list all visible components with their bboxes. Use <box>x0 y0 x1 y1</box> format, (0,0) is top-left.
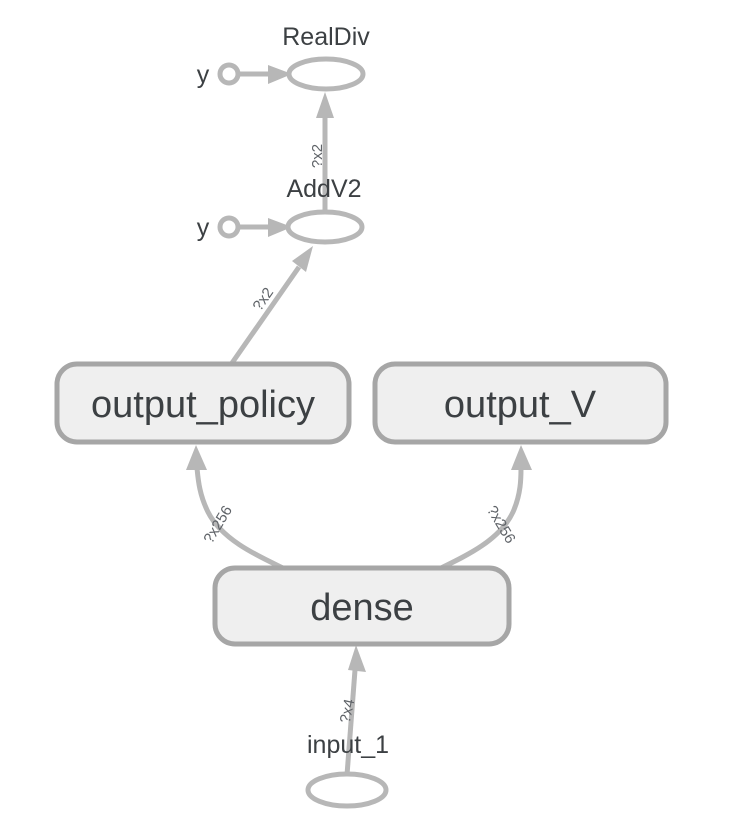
node-output-v-label: output_V <box>444 384 597 426</box>
node-output-policy[interactable]: output_policy <box>54 361 352 445</box>
node-addv2-shape[interactable] <box>285 209 365 245</box>
edge-output-policy-to-addv2-arrowhead <box>292 246 313 272</box>
node-output-v[interactable]: output_V <box>372 361 669 445</box>
node-dense-label: dense <box>310 587 414 629</box>
edge-const-y-to-realdiv-arrowhead <box>268 65 292 84</box>
node-const-y-addv2[interactable]: y <box>197 214 241 242</box>
edge-label-output-policy-to-addv2: ?x2 <box>249 285 277 315</box>
node-output-v-shape[interactable] <box>372 361 669 445</box>
node-realdiv[interactable]: RealDiv <box>282 23 370 92</box>
node-realdiv-label: RealDiv <box>282 23 370 51</box>
edge-dense-to-output-v-arrowhead <box>511 445 532 470</box>
node-input-1[interactable]: input_1 <box>305 731 389 809</box>
edge-dense-to-output-v-line <box>439 467 524 571</box>
edge-label-input1-to-dense: ?x4 <box>337 697 359 724</box>
edge-dense-to-output-policy-line <box>194 467 285 571</box>
node-realdiv-shape[interactable] <box>286 56 366 92</box>
node-addv2[interactable]: AddV2 <box>285 175 365 245</box>
node-output-policy-label: output_policy <box>91 384 315 426</box>
edge-addv2-to-realdiv-arrowhead <box>316 92 334 118</box>
node-addv2-label: AddV2 <box>286 175 361 203</box>
edge-const-y-to-realdiv[interactable] <box>238 65 292 84</box>
edge-output-policy-to-addv2[interactable]: ?x2 <box>229 246 313 365</box>
node-input-1-shape[interactable] <box>305 771 389 809</box>
node-output-policy-shape[interactable] <box>54 361 352 445</box>
node-const-y-realdiv-label: y <box>197 61 210 89</box>
node-const-y-realdiv-shape[interactable] <box>217 62 241 86</box>
edge-output-policy-to-addv2-line <box>229 265 302 365</box>
node-input-1-label: input_1 <box>307 731 389 759</box>
node-dense-shape[interactable] <box>212 565 512 647</box>
node-const-y-addv2-label: y <box>197 214 210 242</box>
edge-dense-to-output-policy[interactable]: ?x256 <box>186 445 285 571</box>
edge-const-y-to-addv2[interactable] <box>238 218 292 237</box>
node-const-y-realdiv[interactable]: y <box>197 61 241 89</box>
edge-input1-to-dense-line <box>344 669 358 776</box>
edge-label-addv2-to-realdiv: ?x2 <box>309 144 326 168</box>
edge-const-y-to-addv2-arrowhead <box>268 218 292 237</box>
edge-dense-to-output-policy-arrowhead <box>186 445 207 470</box>
edge-input1-to-dense-arrowhead <box>348 645 366 672</box>
edge-input1-to-dense[interactable]: ?x4 <box>337 645 366 776</box>
node-dense[interactable]: dense <box>212 565 512 647</box>
node-const-y-addv2-shape[interactable] <box>217 215 241 239</box>
edge-dense-to-output-v[interactable]: ?x256 <box>439 445 532 571</box>
edge-addv2-to-realdiv[interactable]: ?x2 <box>309 92 334 212</box>
